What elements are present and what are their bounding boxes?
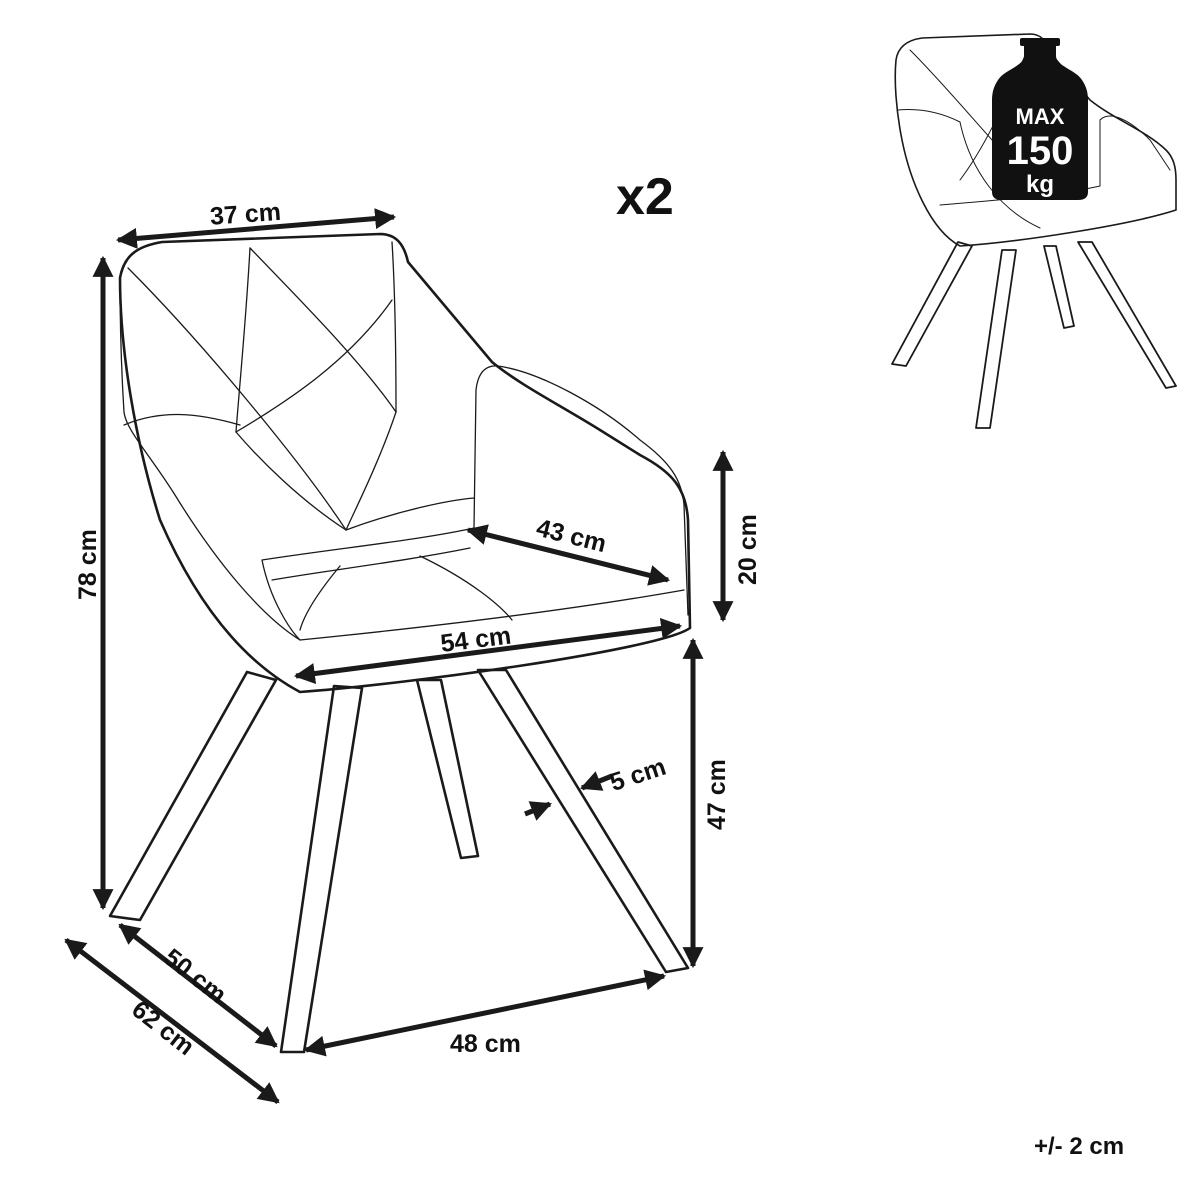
small-chair-leg-left [891, 241, 973, 367]
label-seat-width: 54 cm [439, 622, 513, 658]
small-chair-leg-middle [975, 249, 1017, 429]
label-total-depth: 62 cm [126, 995, 199, 1061]
small-chair-leg-back [1043, 245, 1075, 329]
dim-arrow-leg-width-b [524, 801, 552, 821]
label-seat-height: 47 cm [703, 759, 731, 830]
dim-arrow-seat-depth [465, 524, 671, 586]
chair-armrest-contour [473, 365, 689, 616]
chair-inner-contour [119, 277, 301, 641]
dim-arrow-seat-width [293, 618, 683, 684]
label-leg-width: 5 cm [606, 753, 669, 797]
max-load-illustration: MAX 150 kg [891, 33, 1177, 429]
dim-arrow-leg-span [303, 969, 667, 1057]
dim-arrow-total-depth [64, 938, 280, 1104]
weight-bottle-icon [992, 40, 1088, 200]
dimension-arrows [64, 208, 734, 1104]
quantity-label: x2 [616, 168, 674, 226]
chair-tufting [127, 241, 513, 631]
chair-leg-back [415, 678, 480, 860]
chair-leg-front-middle [279, 684, 364, 1054]
dim-arrow-leg-width-a [580, 771, 613, 791]
small-chair-outline [894, 33, 1177, 247]
label-leg-depth: 50 cm [158, 943, 231, 1009]
dim-arrow-backrest-width [115, 208, 397, 249]
chair-leg-front-right [476, 668, 690, 974]
chair-body-outline [118, 232, 692, 694]
label-armrest-height: 20 cm [734, 514, 762, 585]
label-total-height: 78 cm [74, 529, 102, 600]
label-leg-span: 48 cm [450, 1030, 521, 1058]
max-load-line3: kg [1026, 171, 1054, 198]
tolerance-label: +/- 2 cm [1034, 1133, 1124, 1160]
chair-leg-front-left [108, 670, 278, 922]
max-load-line2: 150 [1007, 129, 1074, 173]
chair-illustration [108, 232, 692, 1054]
label-backrest-width: 37 cm [209, 198, 282, 231]
small-chair-leg-right [1077, 241, 1177, 389]
max-load-line1: MAX [1016, 104, 1065, 129]
